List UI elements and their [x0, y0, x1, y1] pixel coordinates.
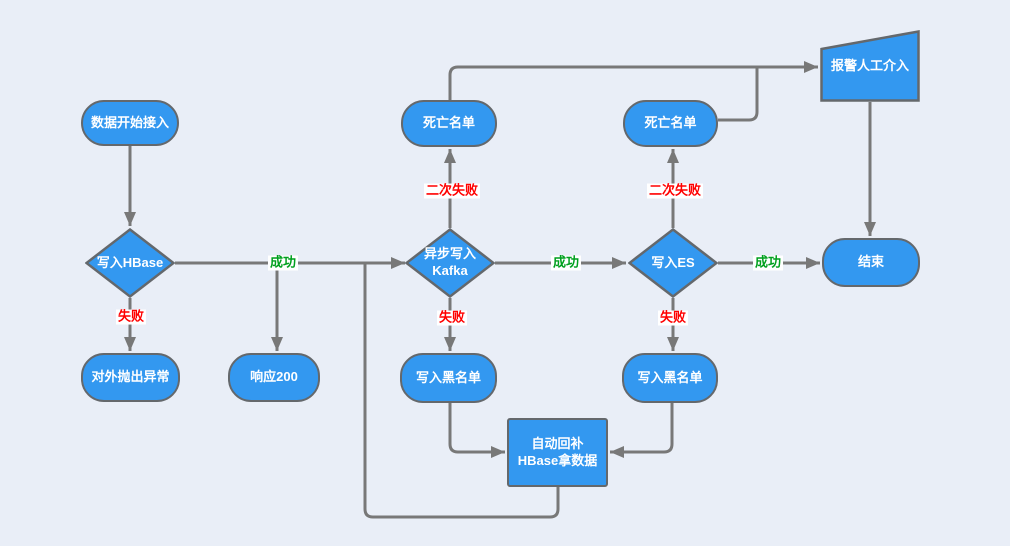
edge-blacklist1-to-backfill	[448, 403, 505, 458]
edge-blacklist2-to-backfill	[610, 403, 674, 458]
edge-deadlist2-to-alert-line	[718, 67, 759, 122]
edge-backfill-to-mainline	[363, 263, 560, 519]
edge-deadlist1-to-alert	[448, 61, 818, 100]
